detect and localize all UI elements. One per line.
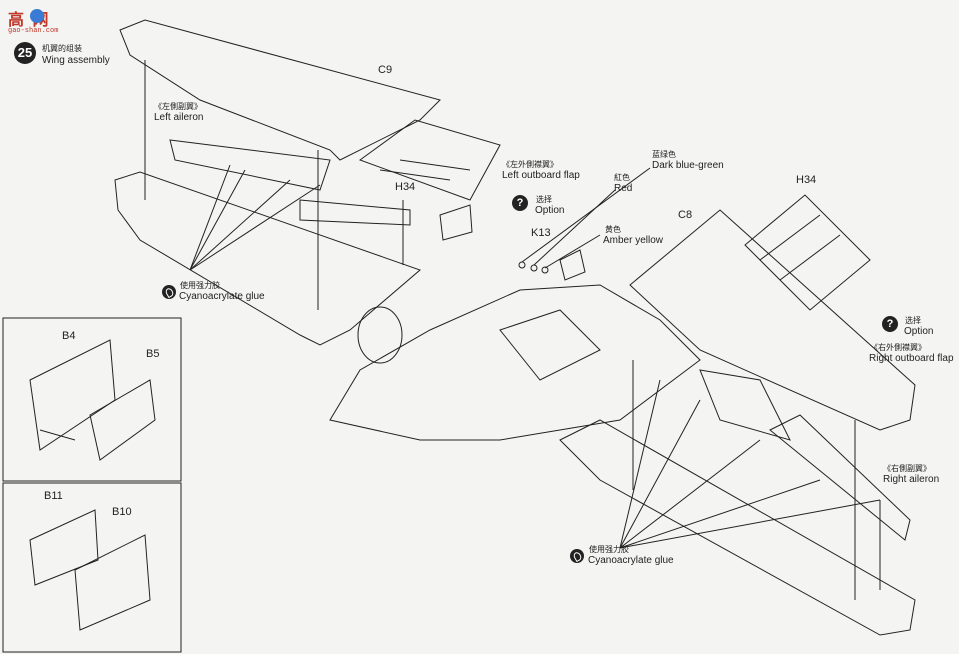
inset-frame-bottom: [2, 482, 182, 653]
label-b11: B11: [44, 490, 63, 502]
label-c9: C9: [378, 64, 393, 76]
inset-frame-top: [2, 317, 182, 482]
dark-blue-green-label: Dark blue-green: [652, 160, 724, 171]
left-aileron-label: Left aileron: [154, 112, 204, 123]
left-flap-label-cn: 《左外側襟翼》: [502, 160, 558, 169]
part-b10: [74, 534, 151, 631]
amber-cn: 黄色: [605, 225, 621, 234]
red-label: Red: [614, 183, 633, 194]
part-h34-left: [439, 204, 473, 241]
left-flap-inner: [299, 199, 411, 226]
right-flap-label-cn: 《右外側襟翼》: [870, 343, 926, 352]
glue-icon-right: [570, 549, 584, 563]
right-aileron-label-cn: 《右側副翼》: [883, 464, 931, 473]
left-flap-label: Left outboard flap: [502, 170, 580, 181]
right-flap-label: Right outboard flap: [869, 353, 954, 364]
label-c8: C8: [678, 209, 693, 221]
label-b10: B10: [112, 506, 132, 518]
dark-blue-green-cn: 蓝绿色: [652, 150, 676, 159]
left-aileron: [169, 139, 331, 191]
part-b11: [29, 509, 99, 586]
left-wing-lower: [114, 171, 421, 346]
step-title-cn: 机翼的组装: [42, 44, 82, 53]
label-b4: B4: [62, 330, 76, 342]
logo-url: gao-shan.com: [8, 27, 59, 35]
option-icon-right: ?: [882, 316, 898, 332]
option-left-cn: 选择: [536, 195, 552, 204]
part-b5: [89, 379, 156, 461]
glue-right-label: Cyanoacrylate glue: [588, 555, 674, 566]
label-h34-left: H34: [395, 181, 416, 193]
site-logo: 高 网 gao-shan.com: [8, 6, 74, 36]
logo-mark-icon: [30, 9, 44, 23]
left-wing-panel: [119, 19, 441, 161]
left-outboard-flap: [358, 119, 501, 201]
right-wing-lower: [559, 419, 916, 636]
step-title-en: Wing assembly: [42, 55, 110, 66]
glue-left-cn: 使用强力胶: [180, 281, 220, 290]
option-left-label: Option: [535, 205, 565, 216]
amber-label: Amber yellow: [603, 235, 664, 246]
option-right-cn: 选择: [905, 316, 921, 325]
right-outboard-flap: [744, 194, 871, 311]
part-b4: [29, 339, 116, 451]
red-cn: 紅色: [614, 173, 630, 182]
label-h34-right: H34: [796, 174, 817, 186]
glue-right-cn: 使用强力胶: [589, 545, 629, 554]
glue-icon-left: [162, 285, 176, 299]
label-k13: K13: [531, 227, 551, 239]
right-aileron-label: Right aileron: [883, 474, 940, 485]
left-aileron-label-cn: 《左側副翼》: [154, 102, 202, 111]
label-b5: B5: [146, 348, 160, 360]
fuselage: [329, 284, 701, 441]
part-k13: [559, 249, 586, 281]
step-number-badge: 25: [14, 42, 36, 64]
option-icon-left: ?: [512, 195, 528, 211]
glue-left-label: Cyanoacrylate glue: [179, 291, 265, 302]
right-wing-panel: [629, 209, 916, 431]
option-right-label: Option: [904, 326, 934, 337]
